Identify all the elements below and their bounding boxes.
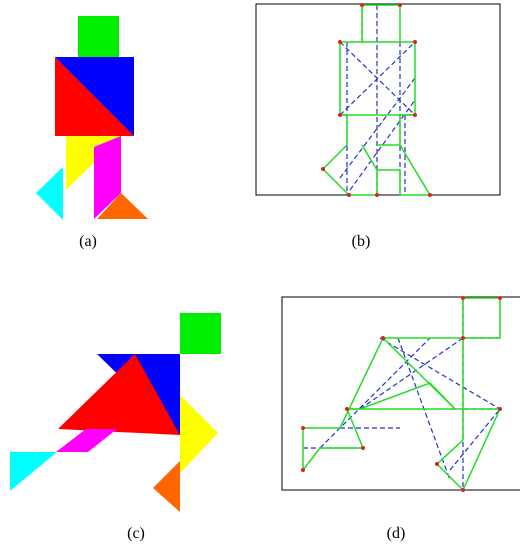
vertex-dots-d <box>301 296 502 492</box>
outline-running-figure <box>281 296 520 492</box>
foot-cyan-triangle-c <box>10 452 57 491</box>
torso-blue-triangle <box>55 57 134 136</box>
frame-d <box>281 296 520 491</box>
arm-red-triangle <box>58 354 180 435</box>
caption-d: (d) <box>386 525 406 542</box>
head-square <box>78 16 119 57</box>
frame-b <box>255 3 501 196</box>
foot-cyan-triangle <box>36 167 63 220</box>
leg-magenta-parallelogram-c <box>56 429 117 452</box>
caption-c: (c) <box>127 525 145 542</box>
foot-orange-triangle-c <box>153 461 180 512</box>
caption-a: (a) <box>79 233 97 250</box>
inner-dashed-lines-b <box>339 5 416 195</box>
outline-standing-figure <box>255 3 501 197</box>
leg-magenta-parallelogram <box>94 136 121 219</box>
foot-orange-triangle <box>97 193 148 219</box>
caption-b: (b) <box>351 233 371 250</box>
head-square-c <box>180 313 221 354</box>
tangram-running-figure <box>10 313 221 512</box>
outer-outline-d <box>302 297 502 492</box>
tangram-standing-figure <box>36 16 148 220</box>
leg-yellow-triangle-c <box>180 395 218 473</box>
vertex-dots-b <box>321 3 432 197</box>
